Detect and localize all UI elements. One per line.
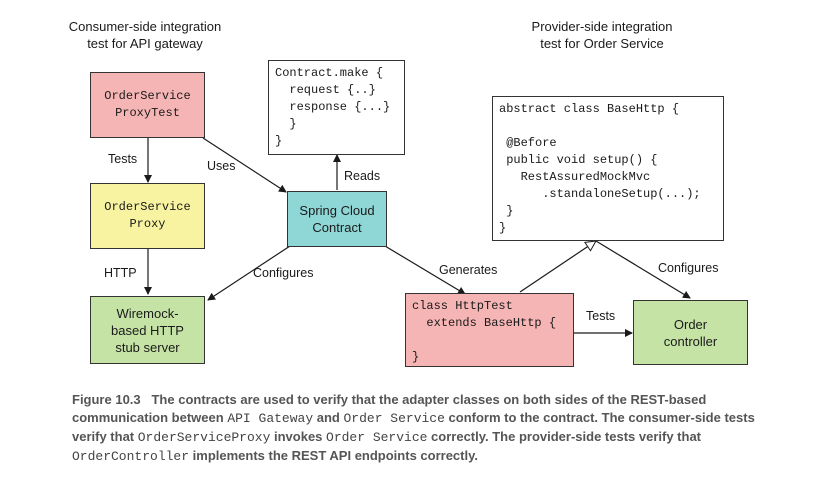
order-service-proxy-test-box: OrderService ProxyTest — [90, 72, 205, 138]
arrow-configures-left — [207, 245, 291, 301]
caption-code: OrderServiceProxy — [137, 430, 271, 445]
caption-code: Order Service — [326, 430, 428, 445]
arrow-generates — [384, 245, 466, 295]
label-configures-left: Configures — [253, 266, 314, 280]
order-controller-box: Order controller — [633, 300, 748, 365]
arrow-configures-right — [595, 240, 691, 299]
caption-text: correctly. The provider-side tests verif… — [427, 429, 702, 444]
label-configures-right: Configures — [658, 261, 719, 275]
spring-cloud-contract-box: Spring Cloud Contract — [287, 191, 387, 247]
provider-side-heading: Provider-side integration test for Order… — [531, 19, 673, 51]
arrow-extends — [519, 241, 596, 293]
caption-text: implements the REST API endpoints correc… — [189, 448, 478, 463]
label-tests-right: Tests — [586, 309, 616, 323]
label-generates: Generates — [439, 263, 498, 277]
arrow-uses — [202, 137, 287, 193]
label-tests-left: Tests — [108, 152, 138, 166]
label-reads: Reads — [344, 169, 381, 183]
label-http: HTTP — [104, 266, 137, 280]
http-test-class-box: class HttpTest extends BaseHttp { } — [405, 293, 574, 367]
caption-text: The contracts are used to verify that th… — [72, 392, 707, 425]
label-uses: Uses — [207, 159, 236, 173]
figure-caption: Figure 10.3 The contracts are used to ve… — [72, 391, 792, 466]
caption-code: OrderController — [72, 449, 190, 464]
order-service-proxy-box: OrderService Proxy — [90, 183, 205, 249]
contract-make-box: Contract.make { request {..} response {.… — [268, 60, 405, 155]
caption-text: and — [313, 410, 344, 425]
caption-code: API Gateway — [227, 411, 314, 426]
caption-code: Order Service — [343, 411, 445, 426]
wiremock-stub-server-box: Wiremock- based HTTP stub server — [90, 296, 205, 364]
consumer-side-heading: Consumer-side integration test for API g… — [68, 19, 222, 51]
base-http-class-box: abstract class BaseHttp { @Before public… — [492, 96, 724, 241]
caption-text: invokes — [270, 429, 327, 444]
caption-text: conform to the contract. The consumer-si… — [72, 410, 755, 444]
caption-figure-number: Figure 10.3 — [72, 392, 141, 407]
